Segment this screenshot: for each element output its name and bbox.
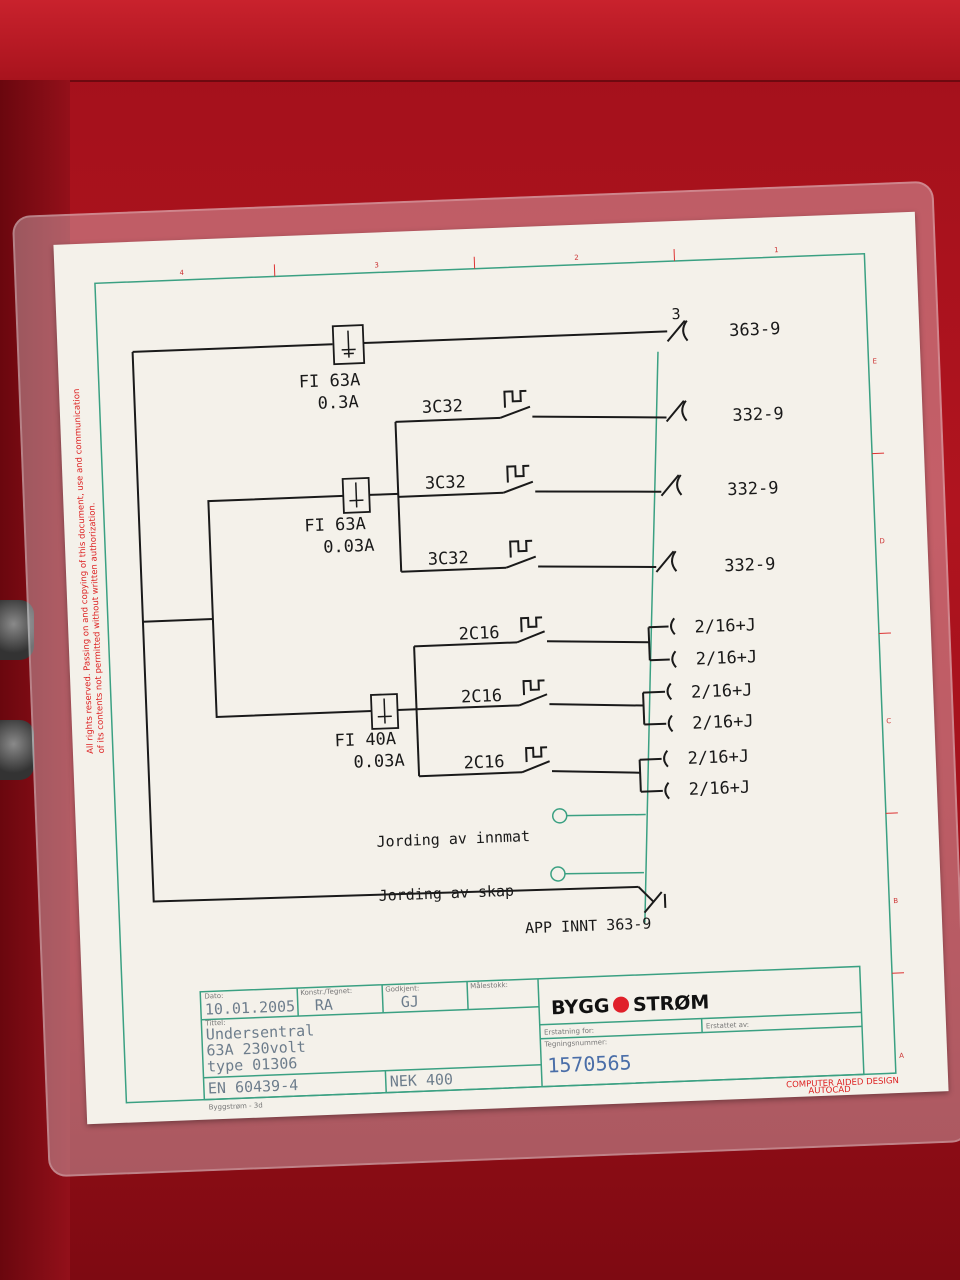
svg-text:BYGG: BYGG <box>551 995 610 1019</box>
earth-terminal-inner-icon <box>551 808 568 824</box>
tb-drawing-no-label: Tegningsnummer: <box>543 1038 607 1048</box>
hinge-icon <box>0 720 34 780</box>
breaker-2c16-row-3 <box>419 746 670 800</box>
breaker-label-2: 3C32 <box>424 472 466 494</box>
rcd-3-icon <box>370 693 400 730</box>
output-label-3: 332-9 <box>727 478 779 500</box>
breaker-label-3: 3C32 <box>427 548 469 570</box>
app-inlet-label: APP INNT 363-9 <box>525 914 652 937</box>
breaker-2c16-row-1 <box>414 616 677 668</box>
tb-norm: EN 60439-4 <box>208 1076 299 1097</box>
grid-col-4: 4 <box>179 269 184 277</box>
breaker-3c32-row-1 <box>395 389 688 423</box>
breaker-label-6: 2C16 <box>463 752 505 774</box>
socket-label-2: 2/16+J <box>695 647 757 669</box>
hinge-icon <box>0 600 34 660</box>
tb-date-label: Dato: <box>204 992 223 1001</box>
wiring-diagram-sheet: 4 3 2 1 E D C B A All rights reserved. P… <box>53 211 949 1125</box>
tb-title-1: Undersentral <box>206 1021 315 1043</box>
grid-row-a: A <box>899 1052 904 1060</box>
pole-mark: 3 <box>671 305 681 323</box>
breaker-3c32-row-2 <box>398 464 683 498</box>
rcd-main-rating: 0.3A <box>317 392 359 414</box>
tb-title-label: Tittel: <box>204 1019 225 1028</box>
tb-drawing-number: 1570565 <box>547 1050 632 1077</box>
main-feed-wire <box>131 351 639 903</box>
svg-text:STRØM: STRØM <box>633 991 710 1016</box>
tb-drawn-label: Konstr./Tegnet: <box>300 987 352 997</box>
output-busbar <box>644 351 659 923</box>
socket-output-1-icon <box>666 320 689 343</box>
breaker-label-1: 3C32 <box>422 396 464 418</box>
tb-approved-label: Godkjent: <box>385 984 419 993</box>
breaker-label-4: 2C16 <box>458 623 500 645</box>
grid-row-e: E <box>872 357 877 365</box>
rcd-3-rating: 0.03A <box>353 751 405 773</box>
rcd-main-type: FI 63A <box>299 370 361 392</box>
grid-col-1: 1 <box>774 246 779 254</box>
tb-title-2: 63A 230volt <box>206 1038 306 1060</box>
socket-label-6: 2/16+J <box>688 778 750 800</box>
tb-title-3: type 01306 <box>207 1054 298 1075</box>
rcd-2-type: FI 63A <box>304 514 366 536</box>
earth-cabinet-label: Jording av skap <box>378 882 514 905</box>
tb-drawn: RA <box>314 996 333 1015</box>
breaker-label-5: 2C16 <box>461 686 503 708</box>
tb-ref: NEK 400 <box>389 1070 453 1090</box>
rcd-2-icon <box>341 477 371 514</box>
earth-terminal-cabinet-icon <box>550 866 566 882</box>
output-label-4: 332-9 <box>724 554 776 576</box>
earth-inner-label: Jording av innmat <box>376 827 530 851</box>
wiring-diagram: 4 3 2 1 E D C B A All rights reserved. P… <box>72 246 904 1112</box>
rcd-2-rating: 0.03A <box>323 536 375 558</box>
app-inlet-icon <box>637 886 667 914</box>
grid-col-2: 2 <box>574 254 579 262</box>
grid-row-b: B <box>893 897 898 905</box>
rcd-main-icon <box>331 324 366 366</box>
tb-replaced-label: Erstattet av: <box>706 1021 749 1031</box>
socket-label-5: 2/16+J <box>687 747 749 769</box>
socket-label-3: 2/16+J <box>691 680 753 702</box>
grid-row-d: D <box>879 537 885 545</box>
socket-label-1: 2/16+J <box>694 615 756 637</box>
socket-label-4: 2/16+J <box>692 711 754 733</box>
breaker-3c32-row-3 <box>401 539 678 573</box>
cabinet-top-frame <box>0 0 960 82</box>
byggstrom-logo: BYGG STRØM <box>551 991 710 1019</box>
tb-approved: GJ <box>400 992 419 1011</box>
title-block <box>199 965 865 1101</box>
tb-date: 10.01.2005 <box>205 997 296 1018</box>
rcd-3-type: FI 40A <box>334 729 396 751</box>
grid-row-c: C <box>886 717 891 725</box>
grid-col-3: 3 <box>374 261 379 269</box>
tb-scale-label: Målestokk: <box>470 980 508 990</box>
tb-replaces-label: Erstatning for: <box>544 1027 594 1037</box>
output-label-1: 363-9 <box>729 319 781 341</box>
tb-footer-left: Byggstrøm - 3d <box>209 1101 263 1111</box>
tb-footer-autocad: AUTOCAD <box>808 1085 851 1097</box>
output-label-2: 332-9 <box>732 404 784 426</box>
breaker-2c16-row-2 <box>416 679 674 733</box>
tb-footer-cad: COMPUTER AIDED DESIGN <box>786 1076 899 1090</box>
